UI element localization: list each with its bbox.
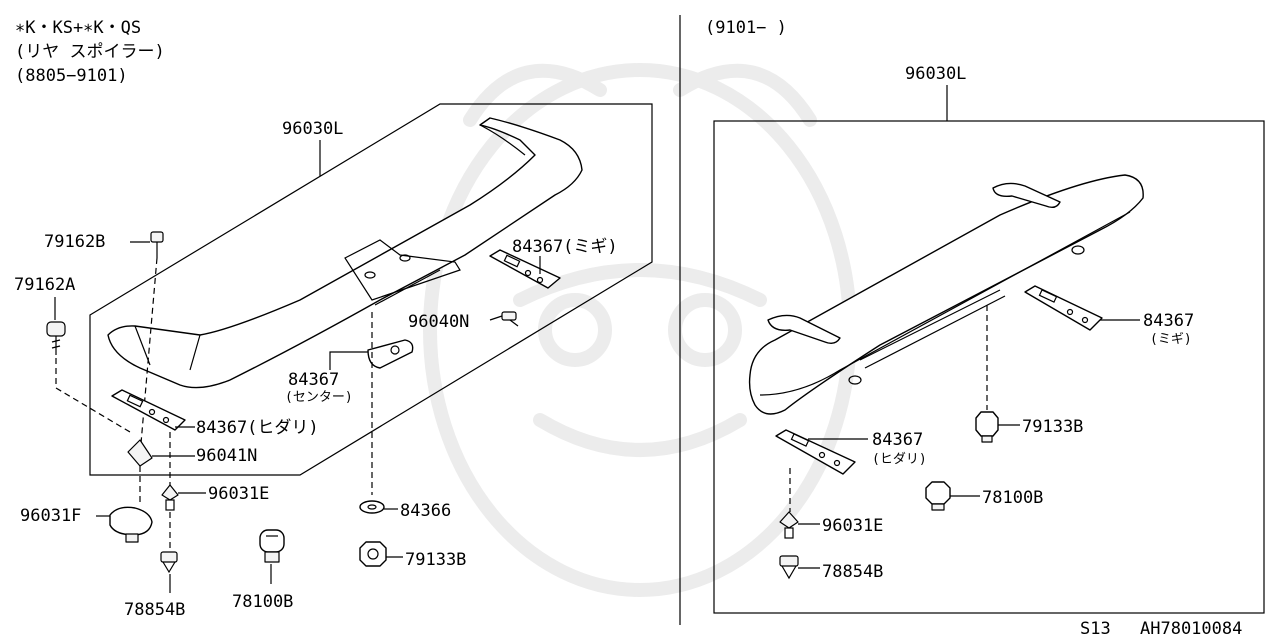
right-label-84367-right-sub: (ミギ) [1150, 332, 1192, 347]
left-label-96041N: 96041N [196, 446, 257, 466]
left-label-84366: 84366 [400, 501, 451, 521]
left-label-96040N: 96040N [408, 312, 469, 332]
right-label-78100B: 78100B [982, 488, 1043, 508]
bracket-84367-left-icon [111, 389, 186, 431]
right-fastener-78100B-icon [925, 481, 951, 511]
right-label-79133B: 79133B [1022, 417, 1083, 437]
screw-79162A-icon [46, 321, 66, 355]
right-bracket-84367-left-icon [775, 429, 856, 475]
left-label-84367-right: 84367(ミギ) [512, 237, 618, 257]
left-label-79162B: 79162B [44, 232, 105, 252]
left-spoiler-body [107, 117, 583, 389]
right-label-84367-left: 84367 [872, 430, 923, 450]
pad-96041N-icon [127, 439, 153, 467]
right-bracket-84367-right-icon [1024, 285, 1103, 331]
left-label-96031F: 96031F [20, 506, 81, 526]
right-label-78854B: 78854B [822, 562, 883, 582]
clip-96031E-icon [161, 484, 179, 511]
left-label-78854B: 78854B [124, 600, 185, 620]
clip-78854B-left-icon [160, 551, 178, 574]
clip-96040N-icon [501, 311, 519, 327]
right-nut-79133B-icon [975, 411, 999, 443]
left-label-84367-center: 84367 [288, 370, 339, 390]
right-label-84367-left-sub: (ヒダリ) [872, 452, 927, 467]
left-panel: ∗K・KS+∗K・QS (リヤ スポイラー) (8805−9101) 96030… [14, 18, 653, 620]
bracket-84367-right-icon [489, 249, 561, 289]
left-label-78100B: 78100B [232, 592, 293, 612]
right-label-96031E: 96031E [822, 516, 883, 536]
washer-84366-icon [359, 500, 385, 514]
left-label-79133B: 79133B [405, 550, 466, 570]
left-assembly-frame [89, 103, 653, 476]
right-spoiler-body [748, 174, 1144, 415]
right-label-96030L: 96030L [905, 64, 966, 84]
left-title-line3: (8805−9101) [15, 66, 128, 86]
right-clip-78854B-icon [779, 555, 799, 580]
left-label-79162A: 79162A [14, 275, 75, 295]
left-label-84367-center-sub: (センター) [285, 390, 353, 405]
grommet-96031F-icon [109, 506, 153, 543]
right-title: (9101− ) [705, 18, 787, 38]
left-label-84367-left: 84367(ヒダリ) [196, 418, 319, 438]
fastener-78100B-left-icon [259, 529, 285, 563]
nut-79133B-left-icon [359, 541, 387, 567]
footer-diagram-code: AH78010084 [1140, 619, 1242, 638]
bracket-84367-center-icon [367, 339, 414, 369]
right-panel: (9101− ) 96030L 84367 (ミギ) [705, 18, 1265, 614]
right-label-84367-right: 84367 [1143, 311, 1194, 331]
left-label-96031E: 96031E [208, 484, 269, 504]
right-clip-96031E-icon [779, 511, 799, 539]
right-assembly-frame [713, 120, 1265, 614]
left-title-line1: ∗K・KS+∗K・QS [15, 18, 141, 38]
footer-model-code: S13 [1080, 619, 1111, 638]
bolt-79162B-icon [150, 231, 164, 258]
left-label-96030L: 96030L [282, 119, 343, 139]
left-title-line2: (リヤ スポイラー) [15, 42, 165, 62]
